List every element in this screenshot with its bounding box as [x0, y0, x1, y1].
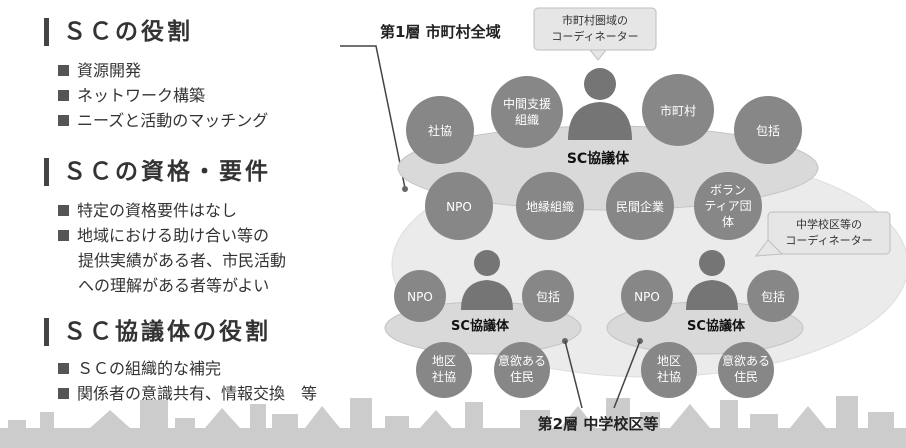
sub-council-left: NPO 包括 SC協議体 地区 社協 意欲ある 住民 [384, 250, 582, 398]
sub-left-council-label: SC協議体 [451, 318, 510, 334]
svg-text:ティア団: ティア団 [704, 199, 751, 213]
sub-left-houkatsu [522, 270, 574, 322]
svg-text:コーディネーター: コーディネーター [785, 233, 872, 247]
svg-text:NPO: NPO [446, 200, 472, 214]
sub-left-chiku-shakyo [416, 342, 472, 398]
svg-text:中学校区等の: 中学校区等の [796, 217, 862, 231]
sub-right-chiku-shakyo [641, 342, 697, 398]
person-icon [686, 250, 738, 310]
square-bullet-icon [58, 363, 69, 374]
list-item: ＳＣの組織的な補完 [58, 356, 317, 381]
svg-text:民間企業: 民間企業 [616, 199, 664, 214]
sub-council-right: NPO 包括 SC協議体 地区 社協 意欲ある 住民 [606, 250, 804, 398]
layer2-label: 第2層 中学校区等 [538, 415, 659, 433]
sub-right-houkatsu [747, 270, 799, 322]
square-bullet-icon [58, 90, 69, 101]
layer1-label: 第1層 市町村全域 [380, 23, 501, 41]
callout-municipal-coordinator: 市町村圏域の コーディネーター [533, 7, 657, 61]
circle-npo [425, 172, 493, 240]
circle-private-company [606, 172, 674, 240]
sub-left-npo [394, 270, 446, 322]
role-section-title: ＳＣの役割 [44, 18, 193, 46]
svg-text:社協: 社協 [432, 369, 456, 384]
svg-text:社協: 社協 [428, 123, 452, 138]
svg-text:体: 体 [722, 215, 734, 229]
list-item: 特定の資格要件はなし [58, 198, 286, 223]
svg-text:市町村圏域の: 市町村圏域の [562, 13, 628, 27]
list-item: ネットワーク構築 [58, 83, 268, 108]
layer2-pointer-right [613, 340, 641, 409]
circle-volunteer-group [694, 172, 762, 240]
svg-text:住民: 住民 [510, 370, 534, 384]
circle-municipality [642, 74, 714, 146]
council-role-list: ＳＣの組織的な補完 関係者の意識共有、情報交換 等 [58, 356, 317, 406]
callout-school-district-coordinator: 中学校区等の コーディネーター [754, 211, 891, 257]
sub-left-motivated-residents [494, 342, 550, 398]
svg-text:包括: 包括 [756, 123, 780, 138]
square-bullet-icon [58, 230, 69, 241]
svg-text:NPO: NPO [634, 290, 660, 304]
svg-text:意欲ある: 意欲ある [498, 353, 546, 368]
list-item-continuation: への理解がある者等がよい [78, 276, 270, 295]
circle-comprehensive-center [734, 96, 802, 164]
svg-text:地区: 地区 [657, 354, 681, 368]
role-list: 資源開発 ネットワーク構築 ニーズと活動のマッチング [58, 58, 268, 133]
square-bullet-icon [58, 65, 69, 76]
square-bullet-icon [58, 115, 69, 126]
person-icon [568, 68, 632, 140]
svg-text:組織: 組織 [515, 113, 539, 127]
main-council-label: SC協議体 [567, 150, 630, 167]
council-section-title: ＳＣ協議体の役割 [44, 318, 271, 346]
qualification-list: 特定の資格要件はなし 地域における助け合い等の 提供実績がある者、市民活動 への… [58, 198, 286, 298]
svg-text:ボラン: ボラン [710, 183, 746, 197]
sub-right-npo [621, 270, 673, 322]
circle-community-org [516, 172, 584, 240]
sub-right-council-label: SC協議体 [687, 318, 746, 334]
city-skyline [0, 396, 906, 448]
circle-intermediary-org [491, 76, 563, 148]
svg-text:意欲ある: 意欲ある [722, 353, 770, 368]
square-bullet-icon [58, 205, 69, 216]
svg-text:地縁組織: 地縁組織 [526, 199, 574, 214]
svg-text:中間支援: 中間支援 [503, 96, 551, 111]
sub-right-motivated-residents [718, 342, 774, 398]
svg-text:包括: 包括 [761, 289, 785, 304]
list-item-continuation: 提供実績がある者、市民活動 [78, 251, 287, 270]
list-item: ニーズと活動のマッチング [58, 108, 268, 133]
svg-text:住民: 住民 [734, 370, 758, 384]
svg-text:包括: 包括 [536, 289, 560, 304]
svg-text:市町村: 市町村 [660, 103, 696, 118]
list-item: 地域における助け合い等の [58, 223, 286, 248]
list-item: 資源開発 [58, 58, 268, 83]
square-bullet-icon [58, 388, 69, 399]
svg-text:社協: 社協 [657, 369, 681, 384]
layer1-pointer [340, 45, 406, 189]
circle-shakyo [406, 96, 474, 164]
svg-text:NPO: NPO [407, 290, 433, 304]
layer2-pointer-left [564, 340, 583, 409]
qualification-section-title: ＳＣの資格・要件 [44, 158, 271, 186]
person-icon [461, 250, 513, 310]
svg-text:コーディネーター: コーディネーター [551, 29, 638, 43]
svg-text:地区: 地区 [432, 354, 456, 368]
list-item: 関係者の意識共有、情報交換 等 [58, 381, 317, 406]
